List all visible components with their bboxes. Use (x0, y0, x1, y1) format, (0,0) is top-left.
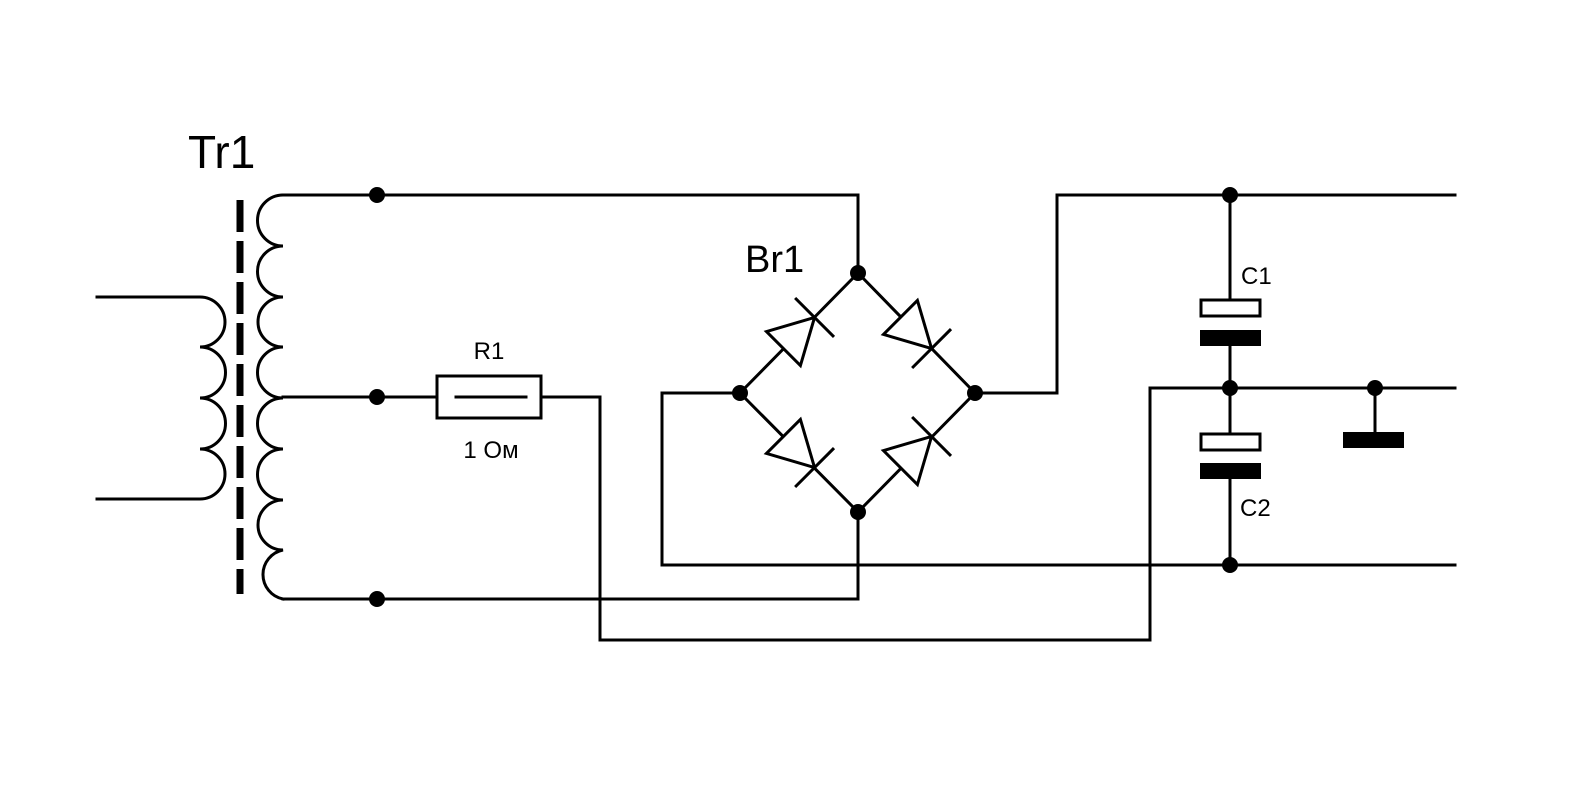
junction-dot (1367, 380, 1383, 396)
secondary-winding (256, 193, 285, 601)
resistor-r1: R1 1 Ом (435, 338, 543, 464)
wire-midpoint (539, 386, 1457, 642)
resistor-label: R1 (474, 338, 505, 365)
c1-label: C1 (1241, 263, 1272, 290)
diode-bottom-right (880, 415, 953, 488)
diode-top-right (880, 297, 953, 370)
c2-negative-plate (1200, 463, 1261, 479)
c2-positive-plate (1199, 432, 1262, 452)
capacitor-c1: C1 (1199, 263, 1272, 346)
primary-winding (95, 295, 227, 501)
junction-dot (850, 265, 866, 281)
transformer-label: Tr1 (188, 126, 255, 178)
diode-top-left (763, 296, 836, 369)
junction-dot (369, 591, 385, 607)
wire-negative (660, 391, 1457, 567)
junction-dot (369, 187, 385, 203)
capacitor-c2: C2 (1199, 432, 1271, 522)
wires (281, 193, 1457, 642)
junction-dot (850, 504, 866, 520)
junction-dot (1222, 557, 1238, 573)
junction-dot (732, 385, 748, 401)
ground-icon (1343, 432, 1404, 448)
c1-negative-plate (1200, 330, 1261, 346)
junction-dot (967, 385, 983, 401)
wire-positive (973, 193, 1457, 395)
wire-top (281, 193, 860, 275)
bridge-br1: Br1 (737, 239, 978, 515)
junction-dot (369, 389, 385, 405)
wire-bottom (281, 510, 860, 601)
junction-dot (1222, 187, 1238, 203)
junction-dot (1222, 380, 1238, 396)
bridge-diamond (737, 270, 978, 515)
resistor-value: 1 Ом (463, 437, 518, 464)
bridge-label: Br1 (745, 239, 804, 281)
diode-bottom-left (763, 416, 836, 489)
transformer-tr1: Tr1 (95, 126, 285, 601)
c2-label: C2 (1240, 495, 1271, 522)
c1-positive-plate (1199, 298, 1262, 318)
junction-dots (369, 187, 1383, 607)
